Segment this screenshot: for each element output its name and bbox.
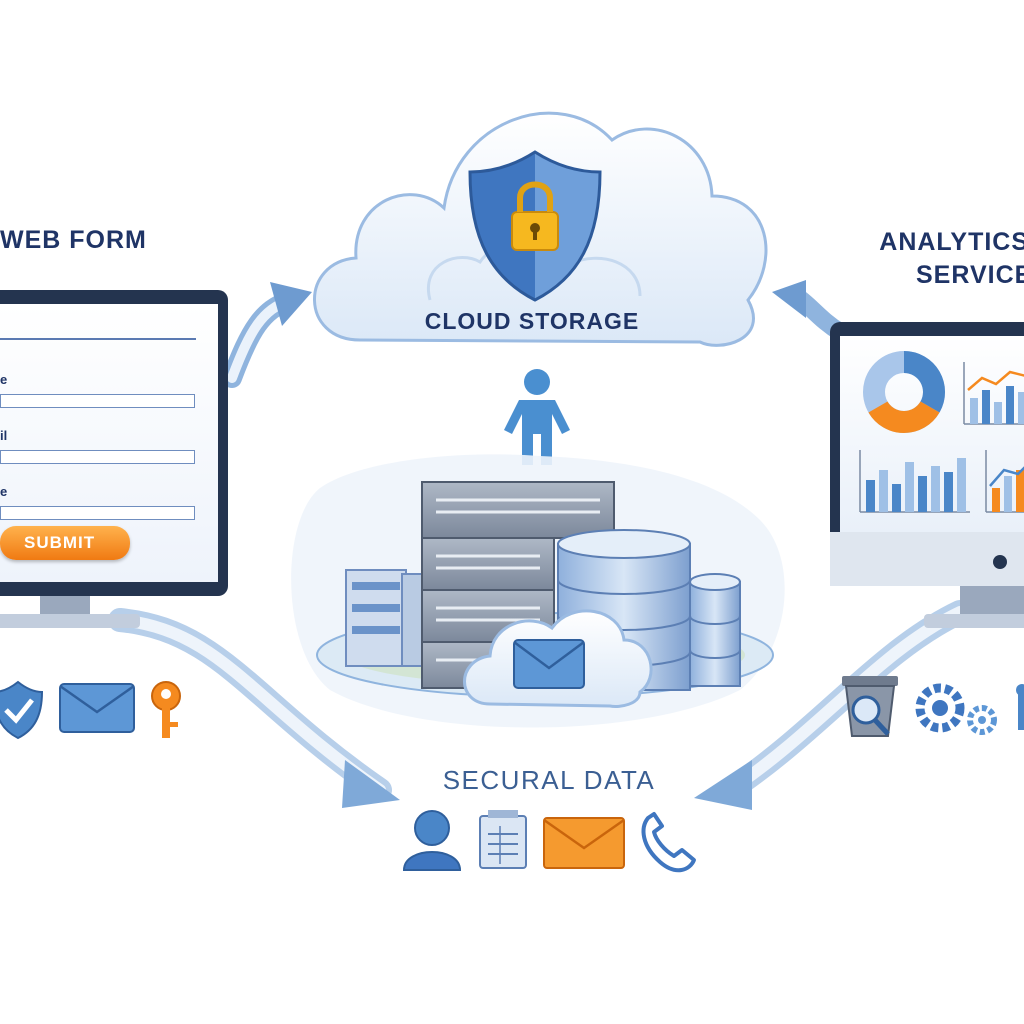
shield-check-icon [0, 680, 44, 740]
submit-button[interactable]: SUBMIT [0, 526, 130, 560]
bar-chart-icon [963, 362, 1024, 425]
envelope-icon [59, 683, 135, 733]
envelope-icon [513, 639, 585, 689]
form-header-rule [0, 338, 196, 340]
form-monitor-stand [0, 596, 140, 628]
user-icon [402, 810, 462, 871]
form-input-phone[interactable] [0, 506, 195, 520]
arrow-form-to-cloud [222, 282, 312, 388]
analytics-service-title: ANALYTICS SERVICE [876, 226, 1024, 292]
bar-chart-icon [985, 450, 1024, 513]
mail-cloud [463, 609, 653, 708]
key-icon [151, 681, 181, 738]
form-field-label: il [0, 428, 8, 443]
arrow-form-to-data [108, 608, 400, 808]
shield-lock-icon [468, 150, 602, 302]
gears-icon [915, 683, 997, 735]
bar-chart-icon [859, 450, 970, 513]
form-field-label: e [0, 484, 8, 499]
phone-icon [641, 812, 696, 873]
puzzle-icon [1016, 684, 1024, 730]
analytics-title-line1: ANALYTICS [879, 228, 1024, 256]
trash-search-icon [842, 676, 898, 737]
server-cluster [291, 454, 785, 728]
secure-data-title: SECURAL DATA [442, 765, 656, 795]
form-input-email[interactable] [0, 450, 195, 464]
cloud-storage-title: CLOUD STORAGE [424, 308, 640, 334]
web-form-title: WEB FORM [0, 226, 147, 254]
form-field-label: e [0, 372, 8, 387]
analytics-monitor [830, 322, 1024, 628]
analytics-title-line2: SERVICE [916, 261, 1024, 289]
form-input-name[interactable] [0, 394, 195, 408]
document-icon [479, 810, 527, 869]
server-stack-icon [345, 569, 429, 667]
person-icon [504, 369, 570, 465]
donut-chart-icon [863, 351, 945, 434]
envelope-icon [543, 817, 625, 869]
